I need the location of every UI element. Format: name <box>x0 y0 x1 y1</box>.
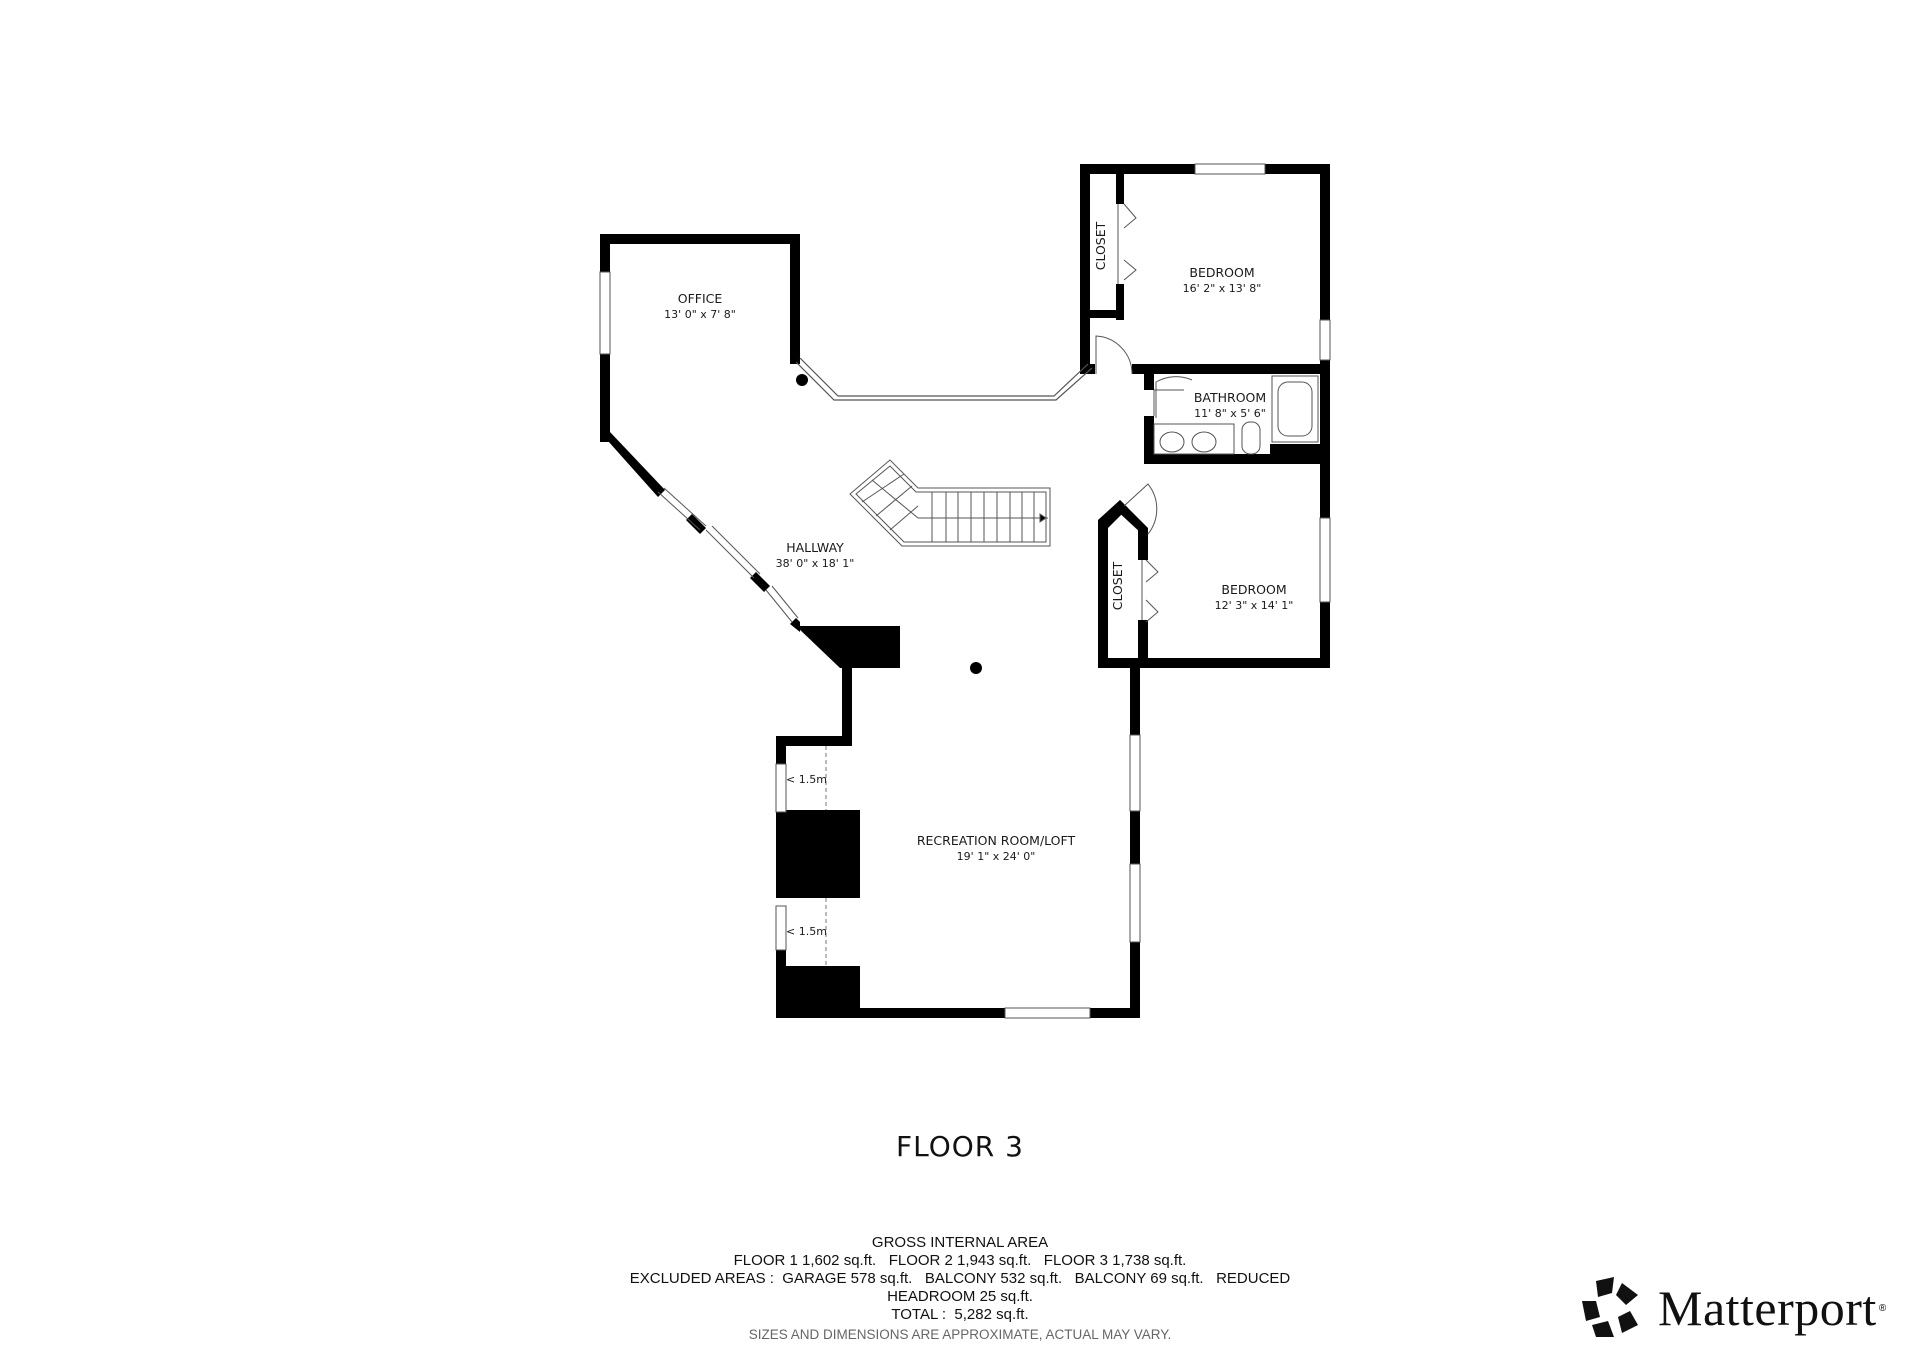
brand-reg-mark: ® <box>1878 1302 1887 1314</box>
room-bathroom-dims: 11' 8" x 5' 6" <box>1194 407 1266 420</box>
matterport-pentagon-logo-icon <box>1582 1277 1638 1337</box>
room-labels: OFFICE 13' 0" x 7' 8" BEDROOM 16' 2" x 1… <box>664 221 1293 938</box>
railing <box>795 357 1093 401</box>
room-bathroom-label: BATHROOM <box>1194 390 1266 405</box>
markers <box>796 374 982 674</box>
walls <box>600 164 1330 1018</box>
stairs <box>849 459 1051 547</box>
room-bedroom2-label: BEDROOM <box>1221 582 1286 597</box>
matterport-logo: Matterport® <box>1578 1268 1886 1348</box>
room-closet1-label: CLOSET <box>1093 221 1108 270</box>
headroom-note-2: < 1.5m <box>786 925 827 938</box>
area-summary: GROSS INTERNAL AREA FLOOR 1 1,602 sq.ft.… <box>0 1234 1920 1344</box>
room-office-label: OFFICE <box>678 291 723 306</box>
area-heading: GROSS INTERNAL AREA <box>871 1234 1049 1251</box>
room-bedroom1-dims: 16' 2" x 13' 8" <box>1183 282 1262 295</box>
headroom-note-1: < 1.5m <box>786 773 827 786</box>
room-bedroom2-dims: 12' 3" x 14' 1" <box>1215 599 1294 612</box>
room-recroom-label: RECREATION ROOM/LOFT <box>917 833 1076 848</box>
room-recroom-dims: 19' 1" x 24' 0" <box>957 850 1036 863</box>
windows <box>599 163 1331 1019</box>
doors <box>1095 203 1193 623</box>
room-hallway-dims: 38' 0" x 18' 1" <box>776 557 855 570</box>
area-excluded-line: EXCLUDED AREAS : GARAGE 578 sq.ft. BALCO… <box>629 1270 1291 1287</box>
bathroom-fixtures <box>1153 375 1319 455</box>
disclaimer: SIZES AND DIMENSIONS ARE APPROXIMATE, AC… <box>748 1327 1172 1342</box>
area-total-line: TOTAL : 5,282 sq.ft. <box>891 1306 1029 1323</box>
brand-name: Matterport <box>1658 1280 1877 1336</box>
area-excluded-line-2: HEADROOM 25 sq.ft. <box>887 1288 1033 1305</box>
room-office-dims: 13' 0" x 7' 8" <box>664 308 736 321</box>
room-closet2-label: CLOSET <box>1110 561 1125 610</box>
room-hallway-label: HALLWAY <box>786 540 844 555</box>
room-bedroom1-label: BEDROOM <box>1189 265 1254 280</box>
area-floors-line: FLOOR 1 1,602 sq.ft. FLOOR 2 1,943 sq.ft… <box>733 1252 1187 1269</box>
floor-title: FLOOR 3 <box>896 1130 1024 1163</box>
